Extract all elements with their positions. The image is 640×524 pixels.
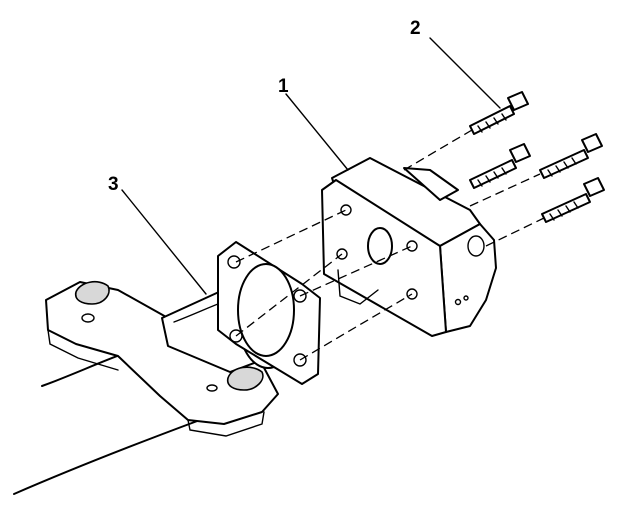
bolt-2 bbox=[469, 143, 531, 189]
alignment-lines bbox=[235, 129, 545, 361]
leader-line-1 bbox=[285, 93, 349, 171]
callout-2: 2 bbox=[410, 18, 421, 39]
gasket bbox=[217, 241, 321, 385]
leader-line-3 bbox=[121, 189, 207, 295]
bolt-1 bbox=[469, 91, 529, 135]
bolt-3 bbox=[539, 133, 603, 179]
callout-3: 3 bbox=[108, 174, 119, 195]
leader-line-2 bbox=[429, 37, 501, 109]
callout-1: 1 bbox=[278, 76, 289, 97]
part-2-bolts bbox=[469, 91, 605, 223]
bolt-4 bbox=[541, 177, 605, 223]
